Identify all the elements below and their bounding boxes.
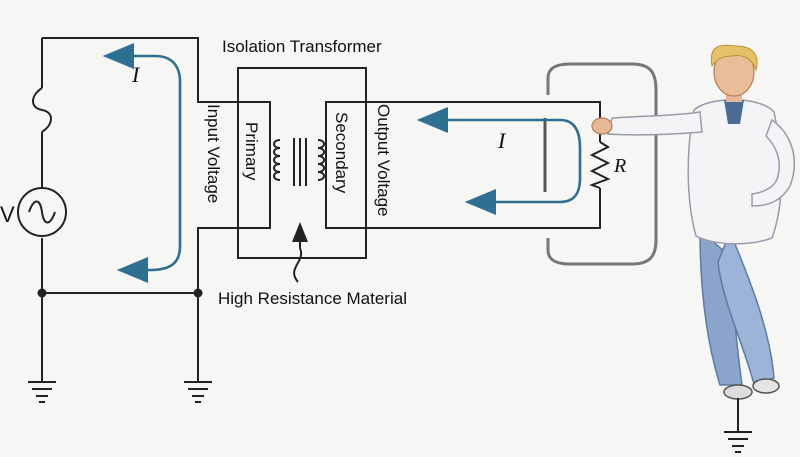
- resistor-label: R: [613, 155, 626, 177]
- left-circuit-wires: [41, 37, 238, 382]
- resistor-icon: [589, 141, 611, 189]
- loop-bracket: [546, 62, 658, 266]
- junction-dot-right: [193, 288, 203, 298]
- transformer-title: Isolation Transformer: [222, 37, 382, 56]
- secondary-winding-box: [325, 101, 367, 229]
- person-illustration: [591, 44, 795, 400]
- primary-label: Primary: [242, 122, 261, 181]
- source-label: V: [0, 202, 15, 227]
- current-label-right: I: [497, 128, 507, 153]
- material-label: High Resistance Material: [218, 289, 407, 308]
- current-arrow-left-path: [108, 54, 182, 272]
- fuse-icon: [32, 87, 52, 133]
- material-pointer-arrow: [292, 222, 308, 283]
- output-voltage-label: Output Voltage: [374, 104, 393, 216]
- core-lines-icon: [293, 138, 307, 186]
- primary-coil-icon: [273, 139, 281, 181]
- current-label-left: I: [131, 62, 141, 87]
- ground-icon: [724, 431, 752, 453]
- ground-icon: [28, 381, 56, 403]
- junction-dot-left: [37, 288, 47, 298]
- ac-source-icon: [17, 187, 67, 237]
- current-arrow-right-path: [430, 118, 582, 204]
- secondary-coil-icon: [317, 139, 325, 181]
- ground-icon: [184, 381, 212, 403]
- secondary-label: Secondary: [332, 112, 351, 194]
- primary-winding-box: [237, 101, 271, 229]
- input-voltage-label: Input Voltage: [204, 104, 223, 203]
